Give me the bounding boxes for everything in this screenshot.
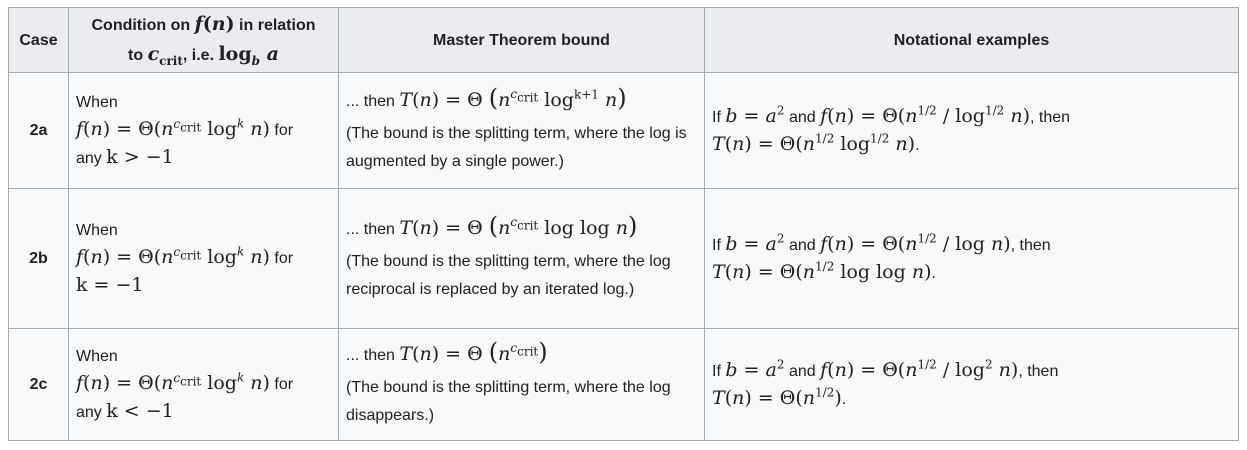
explanation-text: (The bound is the splitting term, where … <box>346 378 671 424</box>
example-cell: If b = a2 and f(n) = Θ(n1/2 / log1/2 n),… <box>704 72 1239 189</box>
bound-cell: ... then T(n) = Θ (nccrit logk+1 n) (The… <box>338 72 705 189</box>
condition-cell: When f(n) = Θ(nccrit logk n) for k = −1 <box>68 188 339 329</box>
explanation-text: (The bound is the splitting term, where … <box>346 124 687 170</box>
bound-cell: ... then T(n) = Θ (nccrit) (The bound is… <box>338 328 705 441</box>
table-row: 2b When f(n) = Θ(nccrit logk n) for k = … <box>8 188 1239 329</box>
header-examples: Notational examples <box>704 7 1239 73</box>
case-label: 2b <box>8 188 69 329</box>
case-label: 2c <box>8 328 69 441</box>
condition-cell: When f(n) = Θ(nccrit logk n) for any k >… <box>68 72 339 189</box>
header-row: Case Condition on f(n) in relation to cc… <box>8 7 1239 73</box>
table-row: 2a When f(n) = Θ(nccrit logk n) for any … <box>8 72 1239 189</box>
example-cell: If b = a2 and f(n) = Θ(n1/2 / log n), th… <box>704 188 1239 329</box>
condition-cell: When f(n) = Θ(nccrit logk n) for any k <… <box>68 328 339 441</box>
header-condition: Condition on f(n) in relation to ccrit, … <box>68 7 339 73</box>
case-label: 2a <box>8 72 69 189</box>
table-row: 2c When f(n) = Θ(nccrit logk n) for any … <box>8 328 1239 441</box>
table-container: Case Condition on f(n) in relation to cc… <box>8 7 1239 441</box>
master-theorem-case2-table: Case Condition on f(n) in relation to cc… <box>8 7 1239 441</box>
header-case: Case <box>8 7 69 73</box>
example-cell: If b = a2 and f(n) = Θ(n1/2 / log2 n), t… <box>704 328 1239 441</box>
header-bound: Master Theorem bound <box>338 7 705 73</box>
bound-cell: ... then T(n) = Θ (nccrit log log n) (Th… <box>338 188 705 329</box>
explanation-text: (The bound is the splitting term, where … <box>346 252 671 298</box>
